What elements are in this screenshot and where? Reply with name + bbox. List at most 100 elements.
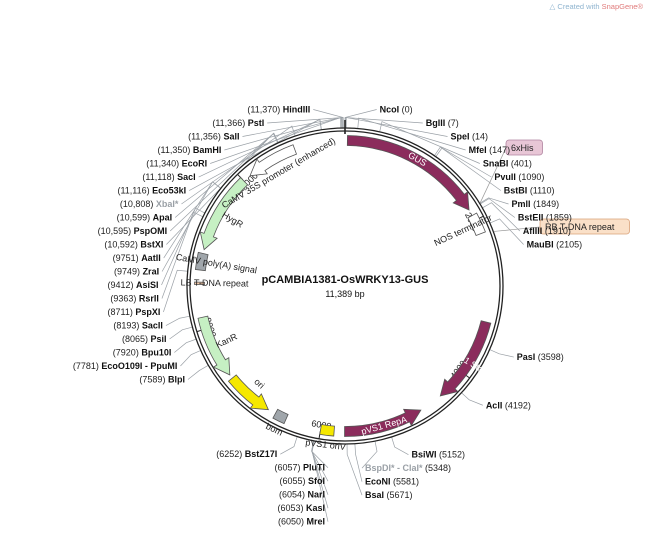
site-name: BspDI* - ClaI*	[365, 463, 423, 473]
site-name: AflIII	[523, 226, 543, 236]
site-xbai: (10,808) XbaI*	[120, 199, 179, 209]
site-bsteii: BstEII (1859)	[518, 213, 572, 223]
site-name: Bpu10I	[141, 348, 171, 358]
tick-marks: 200040006000800010,000	[197, 170, 484, 439]
site-name: BsiWI	[411, 450, 436, 460]
site-position: (7589)	[139, 375, 168, 385]
site-position: (9749)	[114, 267, 143, 277]
site-name: PvuII	[494, 172, 516, 182]
feature-label-pvs1-oriv: pVS1 oriV	[305, 437, 346, 452]
site-name: SfoI	[308, 476, 325, 486]
site-leader	[280, 436, 298, 455]
site-pspxi: (8711) PspXI	[108, 307, 161, 317]
site-name: SnaBI	[483, 159, 509, 169]
site-position: (9363)	[110, 294, 139, 304]
site-name: Eco53kI	[152, 186, 186, 196]
site-position: (11,350)	[158, 145, 193, 155]
site-name: HindIII	[283, 105, 311, 115]
site-leader	[181, 125, 296, 205]
site-position: (6054)	[279, 490, 308, 500]
site-bglii: BglII (7)	[426, 118, 459, 128]
site-kasi: (6053) KasI	[277, 503, 325, 513]
site-name: PasI	[517, 352, 536, 362]
site-maubi: MauBI (2105)	[527, 240, 583, 250]
feature-ori	[227, 374, 270, 411]
tag-rb-t-dna-repeat	[539, 218, 630, 235]
site-bpu10i: (7920) Bpu10I	[113, 348, 172, 358]
site-leader	[461, 392, 483, 406]
site-leader	[434, 146, 492, 178]
site-position: (2105)	[554, 240, 583, 250]
site-position: (1910)	[542, 226, 571, 236]
site-leader	[479, 197, 509, 205]
site-name: EcoO109I - PpuMI	[101, 361, 177, 371]
site-position: (11,340)	[146, 159, 181, 169]
plasmid-size: 11,389 bp	[325, 289, 364, 299]
site-bstxi: (10,592) BstXI	[104, 240, 163, 250]
site-hindiii: (11,370) HindIII	[247, 105, 310, 115]
site-leader	[391, 436, 409, 455]
site-position: (3598)	[535, 352, 564, 362]
site-leader	[242, 117, 343, 137]
feature-label-bom: bom	[264, 421, 284, 438]
site-position: (4192)	[502, 400, 531, 410]
site-position: (11,116)	[117, 186, 152, 196]
site-position: (5152)	[436, 450, 465, 460]
site-leader	[311, 440, 329, 522]
site-position: (11,370)	[247, 105, 282, 115]
site-position: (1090)	[516, 172, 545, 182]
site-rsrii: (9363) RsrII	[110, 294, 159, 304]
site-leader	[479, 198, 516, 218]
feature-pvs1-repa	[344, 408, 422, 437]
site-sacii: (8193) SacII	[113, 321, 163, 331]
site-position: (8193)	[113, 321, 142, 331]
site-name: PsiI	[151, 334, 167, 344]
feature-label-lb-t-dna-repeat: LB T-DNA repeat	[181, 277, 250, 288]
site-position: (9751)	[113, 253, 142, 263]
site-name: AatII	[141, 253, 161, 263]
site-leader	[161, 211, 204, 299]
site-leader	[313, 109, 344, 129]
site-bstbi: BstBI (1110)	[504, 186, 555, 196]
site-position: (10,808)	[120, 199, 156, 209]
feature-label-camv-35s-promoter-enhanced: CaMV 35S promoter (enhanced)	[220, 136, 337, 211]
site-leader	[163, 269, 188, 313]
site-name: PluTI	[303, 463, 325, 473]
site-name: PstI	[248, 118, 265, 128]
site-name: BstZ17I	[245, 449, 278, 459]
site-name: SacI	[177, 172, 196, 182]
credit-brand: SnapGene®	[601, 2, 643, 11]
site-asisi: (9412) AsiSI	[107, 280, 158, 290]
tag-label: 6xHis	[511, 143, 534, 153]
site-name: BglII	[426, 118, 446, 128]
feature-camv-35s-promoter-enhanced	[249, 144, 298, 177]
feature-kanr	[197, 315, 231, 376]
site-name: NcoI	[380, 105, 400, 115]
site-leader	[180, 350, 201, 367]
site-position: (10,599)	[117, 213, 153, 223]
site-position: (0)	[399, 105, 413, 115]
site-position: (5581)	[391, 477, 420, 487]
site-leader-lines	[161, 109, 524, 522]
site-leader	[482, 202, 521, 232]
site-position: (147)	[487, 145, 511, 155]
site-leader	[161, 207, 206, 286]
site-leader	[267, 117, 344, 129]
site-name: MreI	[306, 517, 325, 527]
feature-nos-terminator	[467, 212, 486, 236]
site-position: (1849)	[531, 199, 560, 209]
site-position: (14)	[470, 132, 489, 142]
site-position: (401)	[508, 159, 532, 169]
site-leader	[489, 349, 514, 358]
site-name: AclI	[486, 400, 503, 410]
site-saci: (11,118) SacI	[142, 172, 195, 182]
site-position: (8065)	[122, 334, 151, 344]
tag-6xhis	[505, 139, 543, 156]
site-position: (11,356)	[188, 132, 223, 142]
feature-label-ori: ori	[252, 377, 266, 391]
site-ecori: (11,340) EcoRI	[146, 159, 207, 169]
site-leader	[210, 117, 342, 164]
site-position: (6057)	[274, 463, 303, 473]
site-position: (6050)	[278, 517, 307, 527]
